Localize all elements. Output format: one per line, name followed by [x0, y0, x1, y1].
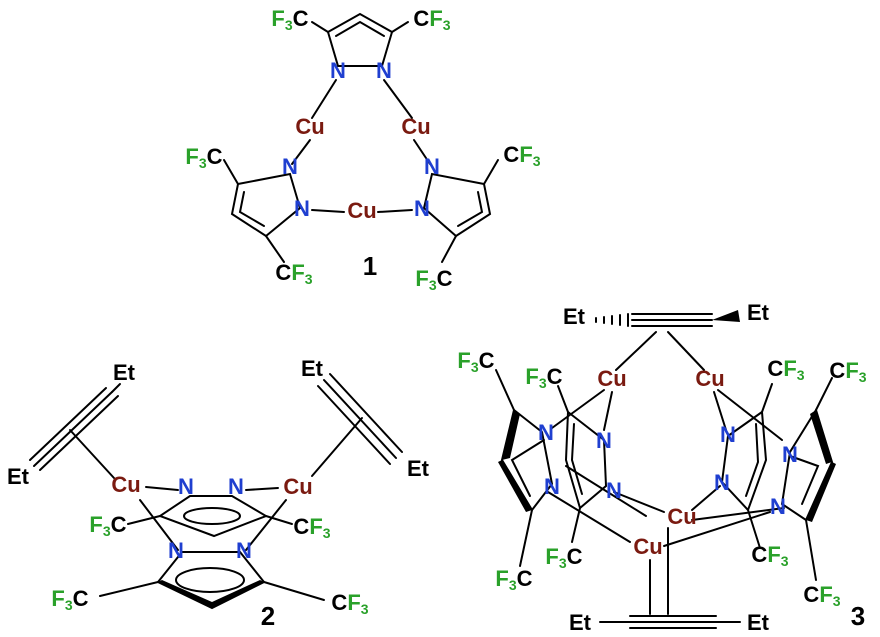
compound-3: Et Et Cu Cu Cu Cu N N N N N N N N F3C F3…: [457, 300, 866, 635]
nitrogen-label: N: [538, 420, 554, 445]
copper-label: Cu: [695, 366, 724, 391]
nitrogen-label: N: [606, 478, 622, 503]
nitrogen-label: N: [376, 58, 392, 83]
cf3-label: CF3: [803, 582, 840, 609]
cf3-label: F3C: [89, 512, 126, 539]
cf3-label: F3C: [495, 566, 532, 593]
cf3-label: F3C: [185, 144, 222, 171]
ethyl-label: Et: [7, 464, 30, 489]
nitrogen-label: N: [294, 196, 310, 221]
cf3-label: F3C: [525, 364, 562, 391]
copper-label: Cu: [633, 534, 662, 559]
nitrogen-label: N: [424, 154, 440, 179]
compound-2: Et Et Et Et Cu Cu N N N N F3C CF3 F3C CF…: [7, 356, 430, 631]
cf3-label: CF3: [829, 358, 866, 385]
copper-label: Cu: [401, 114, 430, 139]
compound-1: F3C CF3 N N Cu Cu N N N N Cu F3C CF3 CF3…: [185, 6, 540, 293]
cf3-label: CF3: [275, 260, 312, 287]
nitrogen-label: N: [178, 474, 194, 499]
cf3-label: F3C: [51, 586, 88, 613]
cf3-label: F3C: [271, 6, 308, 33]
nitrogen-label: N: [596, 428, 612, 453]
nitrogen-label: N: [770, 494, 786, 519]
nitrogen-label: N: [782, 442, 798, 467]
cf3-label: CF3: [331, 590, 368, 617]
compound-number: 3: [851, 601, 865, 631]
cf3-label: F3C: [545, 544, 582, 571]
cf3-label: CF3: [751, 542, 788, 569]
nitrogen-label: N: [168, 538, 184, 563]
ethyl-label: Et: [747, 300, 770, 325]
nitrogen-label: N: [282, 154, 298, 179]
nitrogen-label: N: [228, 474, 244, 499]
compound-number: 1: [363, 251, 377, 281]
ethyl-label: Et: [563, 304, 586, 329]
nitrogen-label: N: [330, 58, 346, 83]
copper-label: Cu: [111, 472, 140, 497]
copper-label: Cu: [295, 114, 324, 139]
nitrogen-label: N: [544, 474, 560, 499]
copper-label: Cu: [347, 198, 376, 223]
cf3-label: F3C: [415, 266, 452, 293]
ethyl-label: Et: [301, 356, 324, 381]
copper-label: Cu: [667, 504, 696, 529]
ethyl-label: Et: [113, 360, 136, 385]
ethyl-label: Et: [407, 456, 430, 481]
copper-label: Cu: [597, 366, 626, 391]
copper-label: Cu: [283, 474, 312, 499]
nitrogen-label: N: [720, 422, 736, 447]
cf3-label: CF3: [413, 6, 450, 33]
nitrogen-label: N: [714, 470, 730, 495]
ethyl-label: Et: [569, 610, 592, 635]
ethyl-label: Et: [747, 610, 770, 635]
nitrogen-label: N: [236, 538, 252, 563]
cf3-label: F3C: [457, 348, 494, 375]
cf3-label: CF3: [293, 514, 330, 541]
nitrogen-label: N: [414, 196, 430, 221]
cf3-label: CF3: [503, 142, 540, 169]
compound-number: 2: [261, 601, 275, 631]
hashed-bond: [595, 313, 629, 327]
cf3-label: CF3: [767, 356, 804, 383]
